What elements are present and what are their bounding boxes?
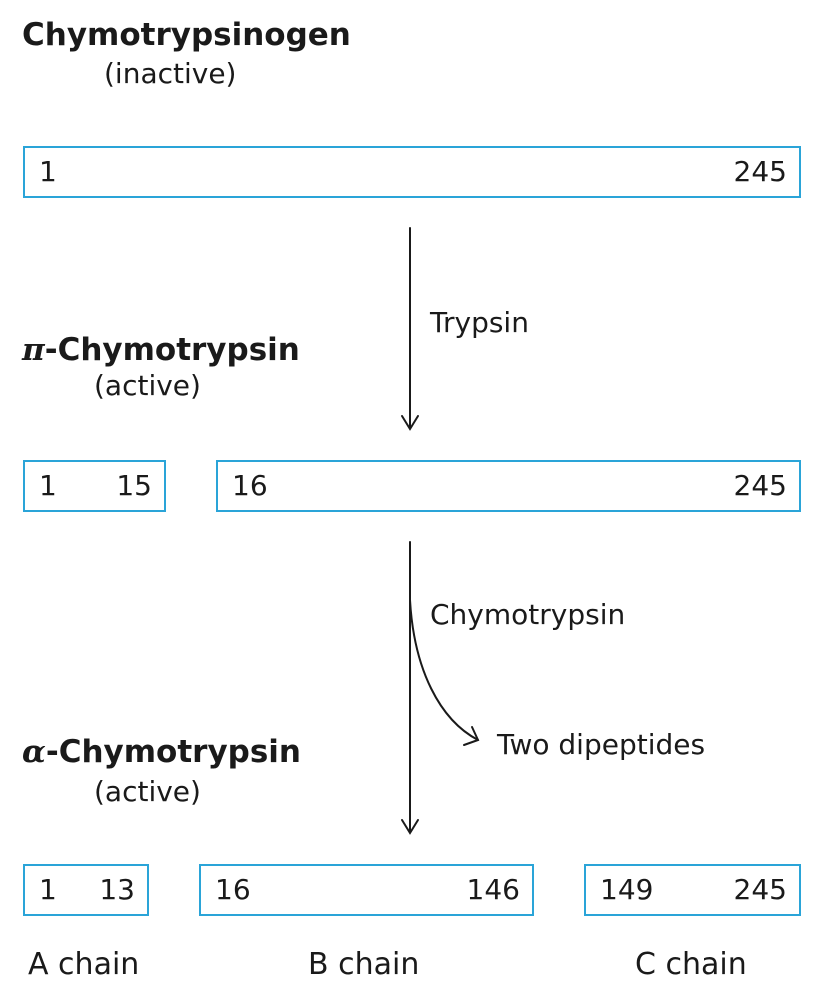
trypsin-label: Trypsin: [430, 306, 529, 339]
alpha-chymotrypsin-name: -Chymotrypsin: [45, 734, 302, 770]
chymotrypsin-arrowhead: [401, 819, 419, 835]
dipeptide-branch-arrow: [409, 599, 479, 741]
chain-end-residue: 245: [733, 155, 787, 188]
chain-start-residue: 1: [39, 155, 57, 188]
fragment-end-residue: 245: [733, 469, 787, 502]
chymotrypsinogen-state: (inactive): [104, 57, 237, 90]
chymotrypsinogen-chain-box: 1 245: [23, 146, 801, 198]
chymotrypsinogen-title: Chymotrypsinogen: [22, 17, 351, 53]
pi-fragment-1-box: 1 15: [23, 460, 166, 512]
fragment-end-residue: 146: [466, 873, 520, 906]
alpha-symbol: α: [22, 734, 46, 770]
pi-fragment-2-box: 16 245: [216, 460, 801, 512]
pi-symbol: π: [22, 332, 45, 368]
fragment-end-residue: 15: [116, 469, 152, 502]
b-chain-label: B chain: [308, 947, 420, 982]
two-dipeptides-label: Two dipeptides: [497, 728, 706, 761]
alpha-chymotrypsin-state: (active): [94, 775, 201, 808]
a-chain-box: 1 13: [23, 864, 149, 916]
fragment-end-residue: 245: [733, 873, 787, 906]
b-chain-box: 16 146: [199, 864, 534, 916]
fragment-start-residue: 1: [39, 873, 57, 906]
pi-chymotrypsin-name: -Chymotrypsin: [44, 332, 300, 368]
chymotrypsin-enzyme-label: Chymotrypsin: [430, 598, 626, 631]
fragment-start-residue: 1: [39, 469, 57, 502]
alpha-chymotrypsin-title: α-Chymotrypsin: [22, 737, 301, 768]
fragment-end-residue: 13: [99, 873, 135, 906]
a-chain-label: A chain: [28, 947, 140, 982]
pi-chymotrypsin-title: π-Chymotrypsin: [22, 335, 300, 366]
fragment-start-residue: 16: [232, 469, 268, 502]
c-chain-box: 149 245: [584, 864, 801, 916]
trypsin-arrowhead: [401, 415, 419, 431]
dipeptide-arrowhead: [463, 726, 480, 746]
fragment-start-residue: 16: [215, 873, 251, 906]
c-chain-label: C chain: [635, 947, 747, 982]
fragment-start-residue: 149: [600, 873, 654, 906]
pi-chymotrypsin-state: (active): [94, 369, 201, 402]
